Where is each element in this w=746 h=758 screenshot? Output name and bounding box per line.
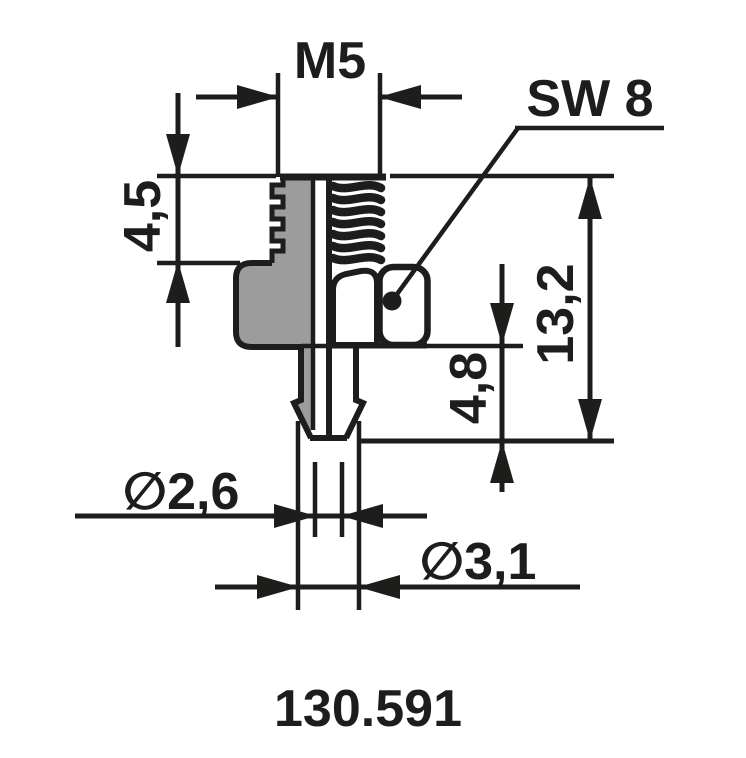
dim-m5 — [196, 73, 462, 177]
tube-right-wall — [343, 344, 368, 440]
thread-ridge — [328, 181, 386, 193]
label-top-length: 4,5 — [114, 180, 172, 252]
arrowhead-left-icon — [358, 575, 400, 599]
arrowhead-right-icon — [257, 575, 299, 599]
thread-ridge — [328, 193, 386, 205]
thread-ridge — [328, 229, 386, 241]
leader-dot-icon — [382, 291, 402, 311]
label-thread: M5 — [294, 32, 366, 90]
thread-ridge — [328, 241, 386, 253]
part-number: 130.591 — [274, 680, 462, 738]
nut-front-facet — [330, 267, 380, 348]
label-tip-diameter: ∅3,1 — [420, 533, 537, 591]
label-bore-diameter: ∅2,6 — [123, 463, 240, 521]
label-tip-length: 4,8 — [440, 352, 498, 424]
dim-bore-diameter — [75, 504, 427, 528]
part-body — [233, 173, 431, 441]
thread-ridge — [328, 253, 386, 265]
arrowhead-left-icon — [341, 504, 383, 528]
collar-outline — [233, 260, 301, 350]
leader-diagonal — [390, 126, 520, 303]
arrowhead-right-icon — [274, 504, 316, 528]
arrowhead-down-icon — [490, 303, 514, 345]
arrowhead-up-icon — [490, 441, 514, 483]
tube-left-wall — [289, 344, 314, 440]
arrowhead-right-icon — [237, 85, 279, 109]
dim-total-length — [359, 173, 614, 444]
thread-ridge — [328, 217, 386, 229]
thread-ridges — [328, 181, 386, 265]
serrated-edge — [269, 177, 286, 263]
label-total-length: 13,2 — [527, 263, 585, 364]
arrowhead-down-icon — [166, 134, 190, 176]
thread-ridge — [328, 205, 386, 217]
dim-tip-diameter — [215, 575, 580, 599]
arrowhead-up-icon — [166, 261, 190, 303]
dim-tip-length — [430, 264, 523, 492]
section-fill — [236, 177, 311, 436]
arrowhead-up-icon — [578, 177, 602, 219]
sw8-leader — [382, 125, 664, 311]
arrowhead-down-icon — [578, 399, 602, 441]
dim-top-length — [157, 93, 276, 347]
arrowhead-left-icon — [379, 85, 421, 109]
label-wrench-size: SW 8 — [526, 70, 653, 128]
